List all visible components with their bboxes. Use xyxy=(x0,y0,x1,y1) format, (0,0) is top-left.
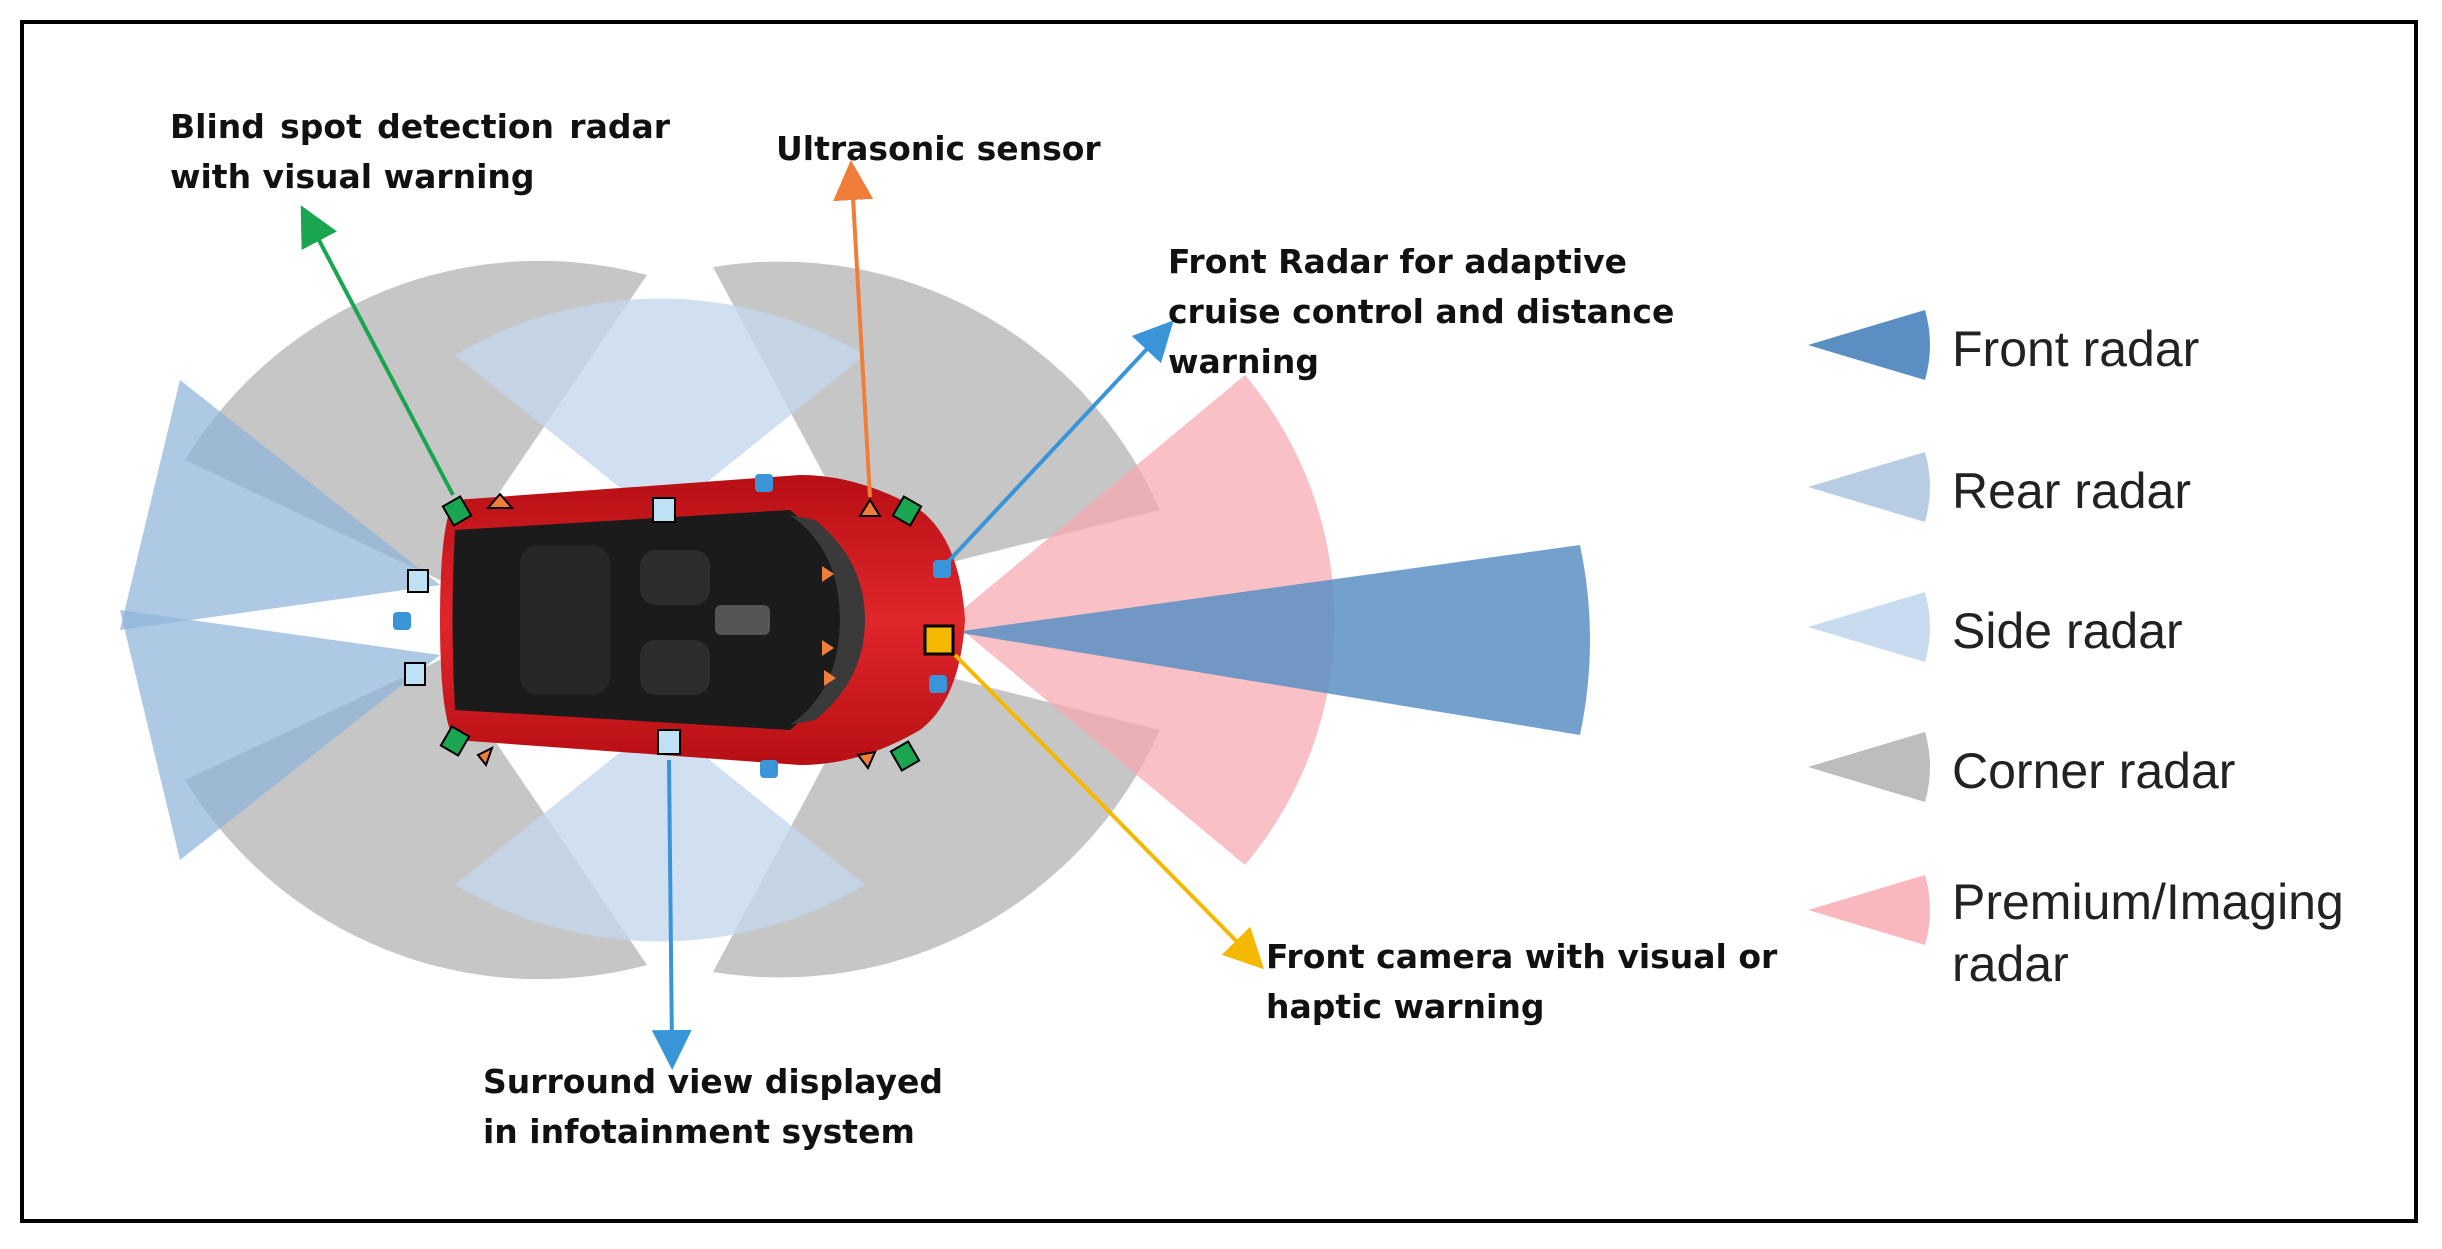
ultrasonic-arrow xyxy=(833,160,874,498)
ultrasonic-module-icon xyxy=(929,675,947,693)
ultrasonic-module-icon xyxy=(393,612,411,630)
ultrasonic-sensor-icon xyxy=(476,745,494,768)
side-radar-top xyxy=(455,298,865,520)
legend-swatch-corner-radar xyxy=(1808,732,1930,802)
legend-label-imaging-radar: Premium/Imaging radar xyxy=(1952,874,2344,992)
legend-label-rear-radar: Rear radar xyxy=(1952,463,2191,519)
car-seat-front-left xyxy=(640,550,710,605)
ultrasonic-module-icon xyxy=(755,474,773,492)
blind-spot-arrow xyxy=(300,205,455,496)
legend-label-corner-radar: Corner radar xyxy=(1952,743,2236,799)
legend-swatch-imaging-radar xyxy=(1808,875,1930,945)
side-radar-zones xyxy=(455,298,865,942)
corner-radar-sensor-icon xyxy=(889,740,921,772)
front-camera-icon xyxy=(923,624,955,656)
car-console xyxy=(715,605,770,635)
rear-radar-zones xyxy=(120,380,440,860)
side-radar-sensor-icon xyxy=(652,497,676,523)
car-seat-front-right xyxy=(640,640,710,695)
legend-label-side-radar: Side radar xyxy=(1952,603,2183,659)
ultrasonic-sensor-icon xyxy=(485,492,515,509)
front-radar-zone xyxy=(955,545,1590,735)
ultrasonic-callout: Ultrasonic sensor xyxy=(776,129,1101,168)
corner-radar-sensor-icon xyxy=(891,495,923,527)
car-rear-bench xyxy=(520,545,610,695)
corner-radar-sensor-icon xyxy=(441,495,473,527)
legend-swatch-front-radar xyxy=(1808,310,1930,380)
legend-swatch-rear-radar xyxy=(1808,452,1930,522)
ultrasonic-module-icon xyxy=(760,760,778,778)
surround-view-arrow xyxy=(651,759,692,1070)
front-radar-callout: Front Radar for adaptive cruise control … xyxy=(1168,242,1675,381)
legend-label-front-radar: Front radar xyxy=(1952,321,2200,377)
side-radar-sensor-icon xyxy=(657,729,681,755)
front-camera-callout: Front camera with visual or haptic warni… xyxy=(1266,937,1778,1026)
rear-radar-upper xyxy=(120,380,440,630)
ultrasonic-sensor-icon xyxy=(824,670,836,686)
rear-radar-sensor-icon xyxy=(404,662,426,686)
legend-swatches xyxy=(1808,310,1930,945)
ultrasonic-sensor-icon xyxy=(822,566,834,582)
legend-swatch-side-radar xyxy=(1808,592,1930,662)
figure-frame xyxy=(20,20,2418,1223)
blind-spot-callout: Blind spot detection radar with visual w… xyxy=(170,107,670,196)
ultrasonic-sensor-icon xyxy=(856,750,877,770)
corner-radar-sensor-icon xyxy=(439,725,471,757)
front-radar-arrow xyxy=(943,320,1174,567)
car-windshield xyxy=(790,515,865,725)
sensor-markers xyxy=(393,474,955,778)
rear-radar-sensor-icon xyxy=(407,569,429,593)
car-top-view xyxy=(440,475,965,765)
side-radar-bottom xyxy=(455,720,865,942)
front-camera-arrow xyxy=(953,653,1265,970)
callout-arrows xyxy=(300,160,1265,1070)
ultrasonic-sensor-icon xyxy=(858,498,882,517)
ultrasonic-sensor-icon xyxy=(822,640,834,656)
car-cabin xyxy=(452,510,840,730)
rear-radar-lower xyxy=(120,610,440,860)
surround-view-callout: Surround view displayed in infotainment … xyxy=(483,1062,944,1151)
